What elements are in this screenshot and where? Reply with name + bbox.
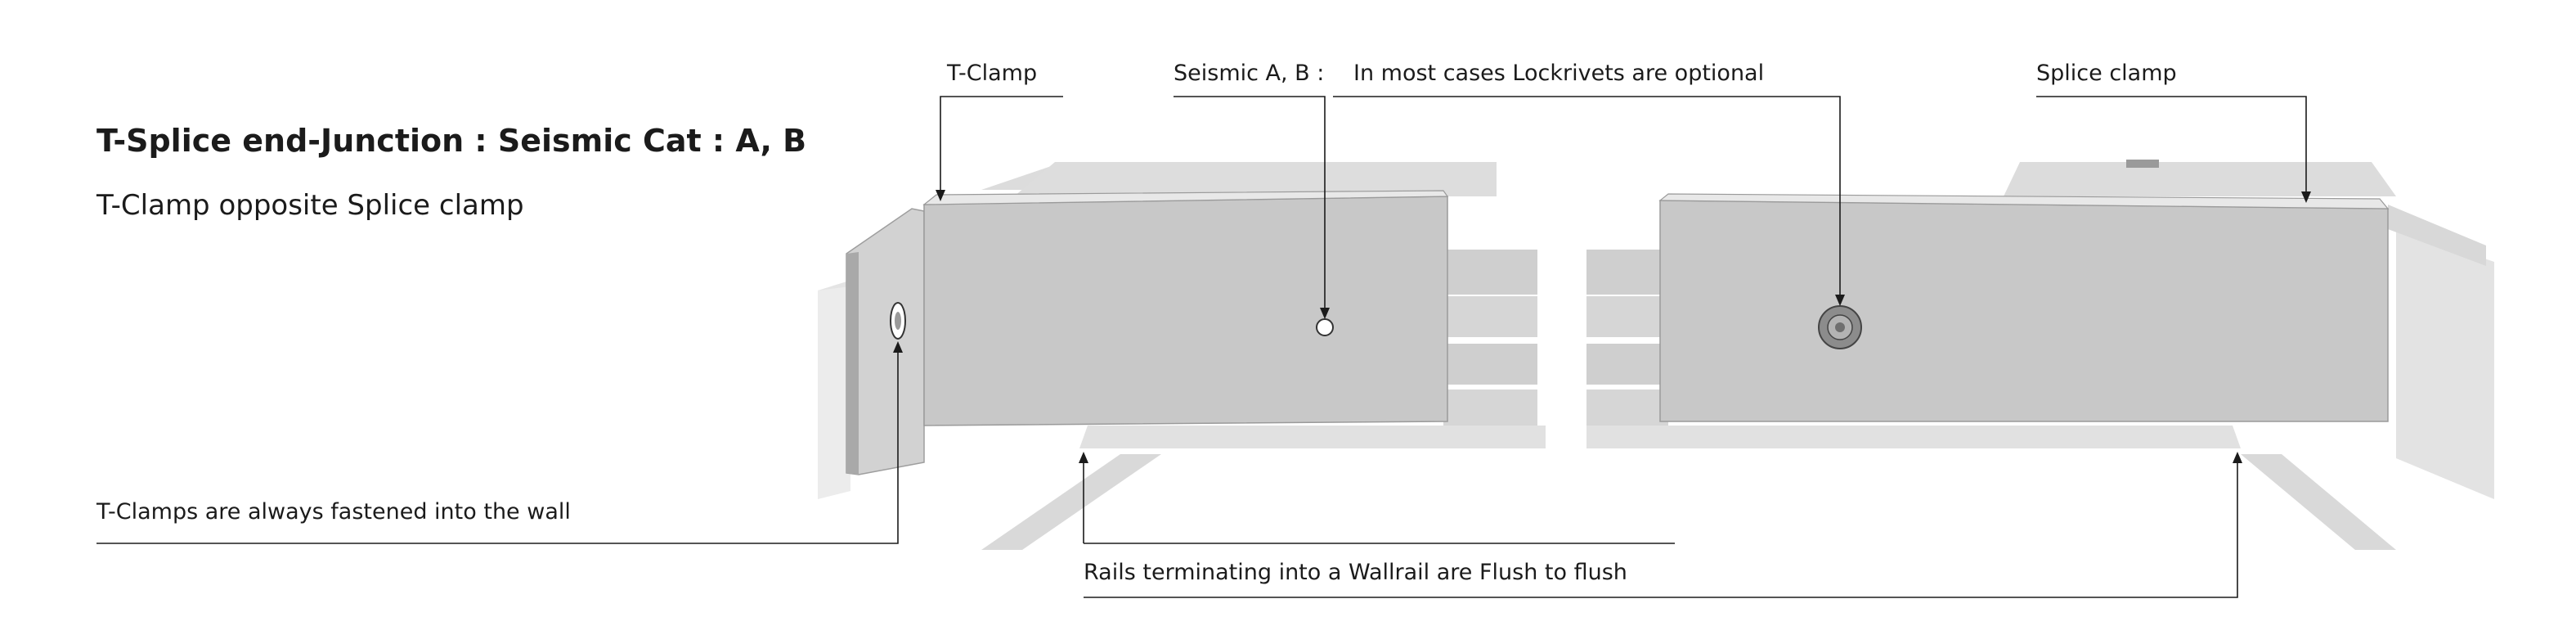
lockrivets-label: In most cases Lockrivets are optional xyxy=(1353,61,1764,86)
wall-fastening-note: T-Clamps are always fastened into the wa… xyxy=(96,499,571,525)
page-subtitle: T-Clamp opposite Splice clamp xyxy=(96,189,524,222)
center-rails xyxy=(1079,241,2241,448)
lockrivet-icon xyxy=(1818,305,1862,349)
leader-lines xyxy=(96,96,2311,598)
page-title: T-Splice end-Junction : Seismic Cat : A,… xyxy=(96,123,806,159)
flush-note: Rails terminating into a Wallrail are Fl… xyxy=(1084,560,1627,585)
splice-clamp xyxy=(1658,193,2390,422)
seismic-label: Seismic A, B : xyxy=(1174,61,1324,86)
t-clamp-label: T-Clamp xyxy=(946,61,1037,86)
seismic-hole xyxy=(1316,318,1334,336)
splice-clamp-label: Splice clamp xyxy=(2036,61,2177,86)
t-clamp xyxy=(846,190,1449,475)
